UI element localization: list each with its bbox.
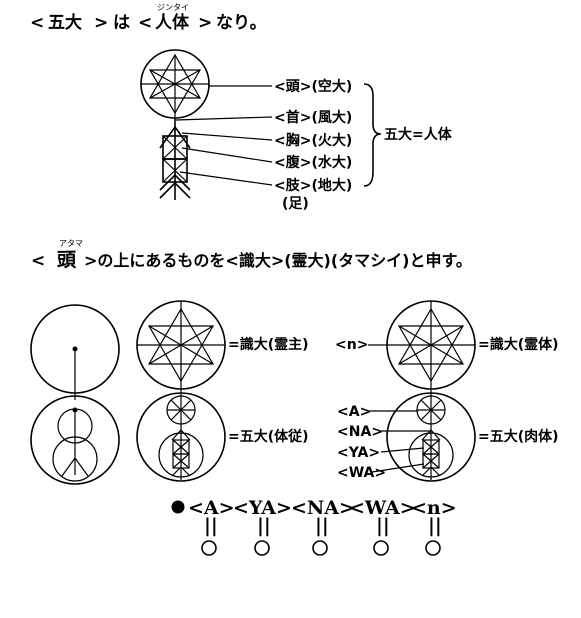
gt-symbol: > — [94, 13, 108, 33]
legs-chevron-1 — [159, 173, 191, 191]
label-n: <n> — [335, 337, 368, 353]
open-circle — [373, 540, 389, 556]
ruby-atama: アタマ — [59, 239, 83, 248]
lt-symbol: < — [31, 251, 45, 271]
open-circle — [254, 540, 270, 556]
label-belly: <腹>(水大) — [274, 154, 352, 171]
label-ya: <YA> — [337, 445, 380, 461]
ruby-jintai: ジンタイ — [157, 3, 189, 12]
gt-symbol: > — [198, 13, 212, 33]
seq-item-ya: <YA> — [233, 497, 292, 519]
leader-chest — [181, 132, 273, 141]
ending-nari: なり。 — [216, 13, 267, 33]
filled-dot — [171, 500, 185, 514]
eq-mark: || — [257, 515, 271, 537]
label-limbs: <肢>(地大) — [274, 177, 352, 194]
label-godai-nikutai: =五大(肉体) — [478, 428, 559, 445]
seq-item-na: <NA> — [291, 497, 355, 519]
word-atama: 頭 — [57, 249, 77, 271]
label-shikidai-reitai: =識大(霊体) — [478, 336, 559, 353]
figure-human-body: <頭>(空大) <首>(風大) <胸>(火大) <腹>(水大) <肢>(地大) … — [140, 49, 453, 212]
label-a: <A> — [337, 404, 371, 420]
leader-belly — [181, 147, 273, 163]
heading-line-2: < アタマ 頭 >の上にあるものを<識大>(霊大)(タマシイ)と申す。 — [31, 239, 472, 271]
label-godai-jintai: 五大=人体 — [384, 126, 453, 143]
right-brace — [363, 83, 382, 187]
lt-symbol: < — [30, 13, 44, 33]
right-diagram — [368, 300, 476, 482]
eq-mark: || — [315, 515, 329, 537]
word-jintai: 人体 — [155, 12, 190, 33]
label-neck: <首>(風大) — [274, 109, 352, 126]
label-wa: <WA> — [337, 465, 386, 481]
eq-mark: || — [428, 515, 442, 537]
open-circle — [425, 540, 441, 556]
seq-item-a: <A> — [188, 497, 235, 519]
label-feet: (足) — [282, 196, 309, 212]
body-chevron-top — [159, 125, 191, 149]
open-circle — [312, 540, 328, 556]
lt-symbol: < — [138, 13, 152, 33]
open-circle — [201, 540, 217, 556]
particle-ha: は — [113, 13, 130, 33]
leader-neck — [175, 116, 273, 121]
figure-spirit-body: =識大(霊主) =五大(体従) — [30, 300, 559, 485]
middle-diagram — [136, 300, 226, 482]
heading-2-rest: >の上にあるものを<識大>(霊大)(タマシイ)と申す。 — [84, 251, 472, 270]
eq-mark: || — [376, 515, 390, 537]
leader-limbs — [179, 171, 273, 186]
label-shikidai-reishu: =識大(霊主) — [228, 336, 309, 353]
word-godai: 五大 — [48, 12, 82, 33]
label-godai-taiju: =五大(体従) — [228, 428, 309, 445]
label-na: <NA> — [337, 424, 383, 440]
sequence-row: <A> <YA> <NA> <WA> <n> || || || || || — [171, 497, 457, 556]
seq-item-wa: <WA> — [349, 497, 416, 519]
legs-chevron-2 — [159, 181, 191, 199]
seq-item-n: <n> — [411, 497, 457, 519]
label-chest: <胸>(火大) — [274, 132, 352, 149]
eq-mark: || — [204, 515, 218, 537]
label-head: <頭>(空大) — [274, 78, 352, 95]
heading-line-1: < 五大 > は < ジンタイ 人体 > なり。 — [30, 3, 267, 33]
